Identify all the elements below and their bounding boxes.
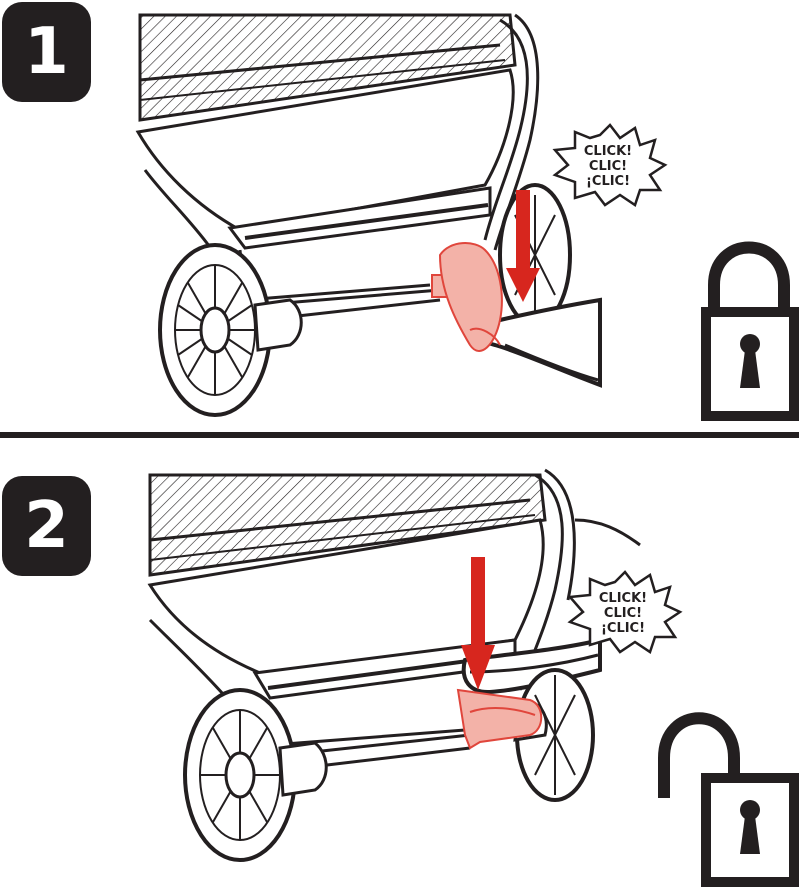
click-sound-burst-2: CLICK! CLIC! ¡CLIC! bbox=[570, 572, 680, 652]
rear-wheel-2 bbox=[185, 690, 326, 860]
sound-line-2-2: CLIC! bbox=[604, 606, 642, 621]
padlock-open-icon bbox=[664, 718, 794, 882]
sound-line-1-2: CLICK! bbox=[599, 591, 647, 606]
sound-line-3-2: ¡CLIC! bbox=[601, 621, 645, 636]
